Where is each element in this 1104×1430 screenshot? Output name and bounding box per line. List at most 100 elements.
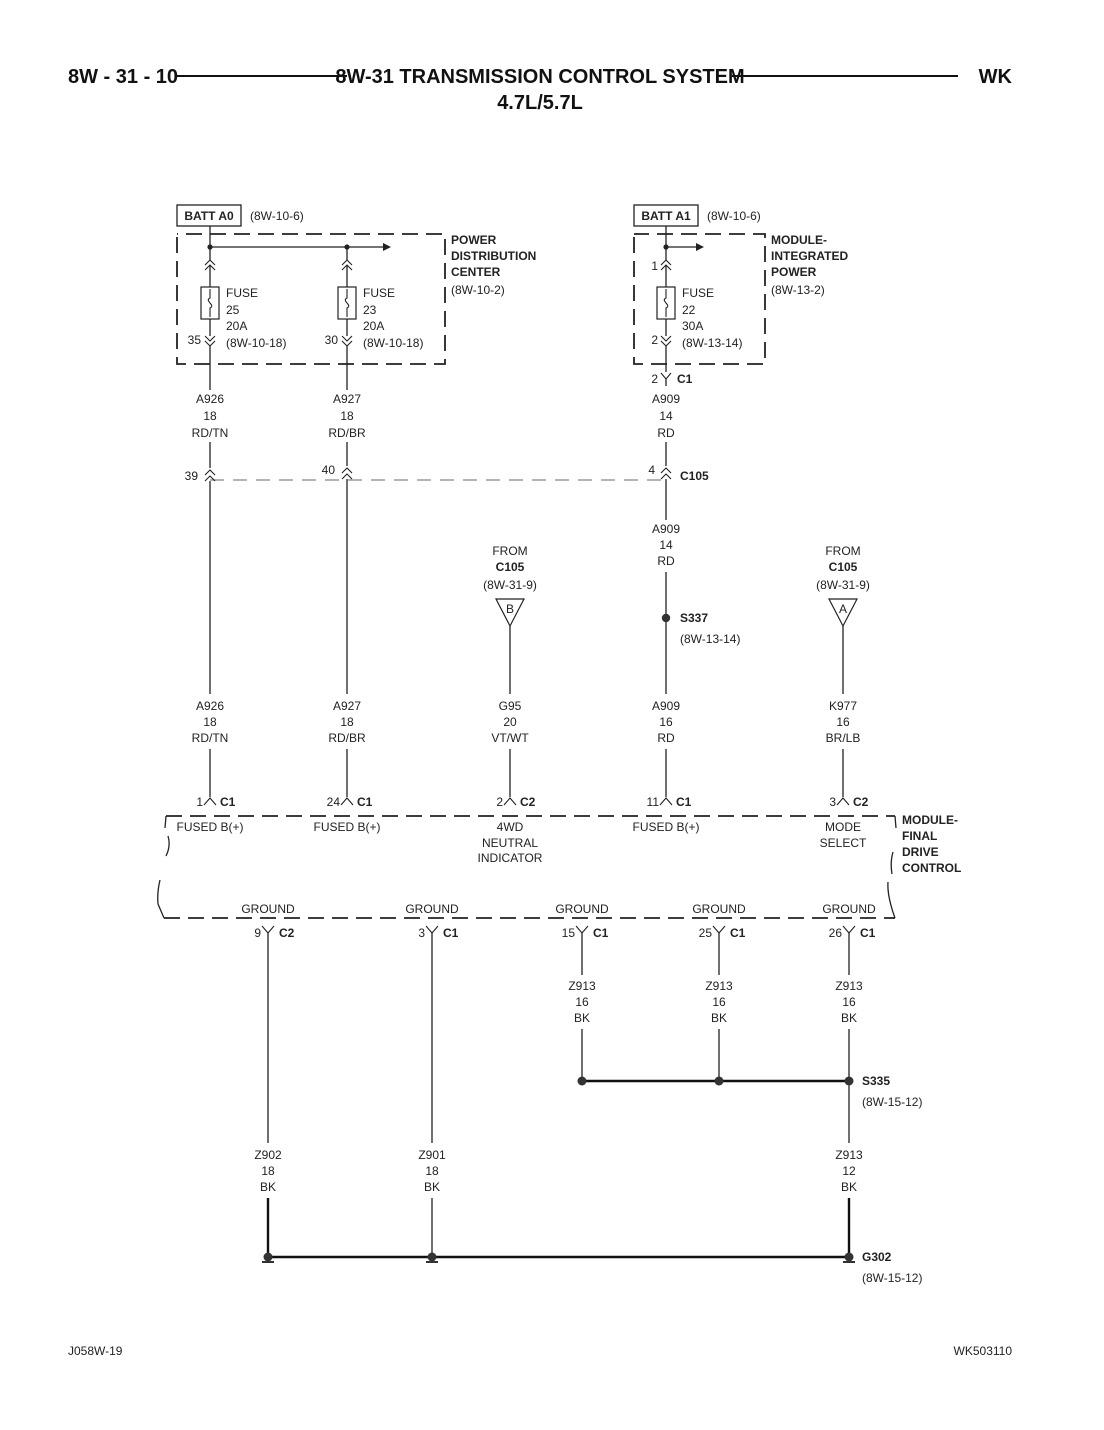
wire-z913-c-circuit: Z913	[835, 979, 863, 993]
s337-ref: (8W-13-14)	[680, 632, 740, 646]
page-number: 8W - 31 - 10	[68, 66, 178, 88]
wire-z901-gauge: 18	[425, 1164, 439, 1178]
mip-name-1: MODULE-	[771, 233, 827, 247]
wire-a909-mid-gauge: 14	[659, 538, 673, 552]
input-label-select: SELECT	[820, 836, 867, 850]
footer-right-code: WK503110	[954, 1344, 1013, 1358]
mip-name-2: INTEGRATED	[771, 249, 848, 263]
wire-a909-gauge: 14	[659, 409, 673, 423]
pdc-name-1: POWER	[451, 233, 497, 247]
fuse-23-number: 23	[363, 303, 377, 317]
input-conn-2: C2	[520, 795, 536, 809]
ground-conn-15: C1	[593, 926, 609, 940]
s335-name: S335	[862, 1074, 890, 1088]
c105-name: C105	[680, 469, 709, 483]
pdc-name-2: DISTRIBUTION	[451, 249, 536, 263]
ground-label-3: GROUND	[405, 902, 459, 916]
g302-ground-icon	[844, 1252, 854, 1262]
from-c105-a: FROM C105 (8W-31-9) A	[816, 544, 870, 694]
wire-z902-gauge: 18	[261, 1164, 275, 1178]
input-label-fused-11: FUSED B(+)	[632, 820, 699, 834]
from-a-letter: A	[839, 602, 847, 616]
wire-a927-lower-gauge: 18	[340, 715, 354, 729]
module-name-3: DRIVE	[902, 845, 939, 859]
batt-a1-ref: (8W-10-6)	[707, 209, 761, 223]
c105-pin-4: 4	[648, 463, 655, 477]
ground-pin-15: 15	[562, 926, 576, 940]
page-title: 8W-31 TRANSMISSION CONTROL SYSTEM	[335, 66, 744, 88]
batt-a0-ref: (8W-10-6)	[250, 209, 304, 223]
wire-a909-circuit: A909	[652, 392, 680, 406]
engine-subtitle: 4.7L/5.7L	[497, 92, 583, 114]
wire-a909-lower-circuit: A909	[652, 699, 680, 713]
module-name-4: CONTROL	[902, 861, 961, 875]
input-pin-3: 3	[829, 795, 836, 809]
wire-z913-b-color: BK	[711, 1011, 727, 1025]
wire-a909-mid-color: RD	[657, 554, 675, 568]
s335-splice-icon	[844, 1076, 854, 1086]
ground-conn-9: C2	[279, 926, 295, 940]
input-label-neutral: NEUTRAL	[482, 836, 538, 850]
mip-c1-pin: 2	[651, 372, 658, 386]
ground-conn-25: C1	[730, 926, 746, 940]
lower-wire-labels: A926 18 RD/TN A927 18 RD/BR G95 20 VT/WT…	[192, 699, 861, 745]
c105-connector: 39 40 4 C105	[185, 463, 709, 483]
wire-z913-a-color: BK	[574, 1011, 590, 1025]
wire-z913-c-gauge: 16	[842, 995, 856, 1009]
input-label-fused-24: FUSED B(+)	[313, 820, 380, 834]
batt-a0-label: BATT A0	[184, 209, 234, 223]
module-integrated-power: BATT A1 (8W-10-6) 1 2 FUSE 22 30A (8W-13…	[633, 204, 848, 386]
mip-arrow-icon	[696, 243, 704, 251]
wire-z913-b-circuit: Z913	[705, 979, 733, 993]
lower-ground-wire-labels: Z902 18 BK Z901 18 BK Z913 12 BK	[254, 1148, 863, 1194]
wire-z913-main-circuit: Z913	[835, 1148, 863, 1162]
ground-label-9: GROUND	[241, 902, 295, 916]
ground-pin-26: 26	[829, 926, 843, 940]
footer-left-code: J058W-19	[68, 1344, 123, 1358]
wire-a926-gauge: 18	[203, 409, 217, 423]
from-c105-b: FROM C105 (8W-31-9) B	[483, 544, 537, 694]
wire-k977-color: BR/LB	[826, 731, 861, 745]
input-pin-1: 1	[196, 795, 203, 809]
bus-arrow-icon	[383, 243, 391, 251]
power-distribution-center: BATT A0 (8W-10-6) POWER DISTRIBUTION CEN…	[176, 204, 536, 365]
fuse-22-amps: 30A	[682, 319, 703, 333]
fuse-22-number: 22	[682, 303, 696, 317]
wire-a927-lower-color: RD/BR	[328, 731, 366, 745]
wire-z913-main-color: BK	[841, 1180, 857, 1194]
ground-eyelet-icon	[427, 1252, 437, 1262]
module-name-1: MODULE-	[902, 813, 958, 827]
g302-ref: (8W-15-12)	[862, 1271, 922, 1285]
from-b-conn: C105	[496, 560, 525, 574]
wire-z901-color: BK	[424, 1180, 440, 1194]
wire-a909-color: RD	[657, 426, 675, 440]
input-pin-24: 24	[327, 795, 341, 809]
fuse-25-amps: 20A	[226, 319, 247, 333]
s337-splice-icon	[661, 613, 671, 623]
input-conn-11: C1	[676, 795, 692, 809]
splice-dot-icon	[714, 1076, 724, 1086]
wire-z913-main-gauge: 12	[842, 1164, 856, 1178]
ground-pin-3: 3	[418, 926, 425, 940]
fuse-25-pin: 35	[188, 333, 202, 347]
mip-outline	[633, 233, 766, 365]
c105-pin-39: 39	[185, 469, 199, 483]
fuse-25-ref: (8W-10-18)	[226, 336, 286, 350]
wire-g95-circuit: G95	[499, 699, 522, 713]
pdc-ref: (8W-10-2)	[451, 283, 505, 297]
from-a-conn: C105	[829, 560, 858, 574]
ground-label-15: GROUND	[555, 902, 609, 916]
mip-name-3: POWER	[771, 265, 817, 279]
wire-k977-circuit: K977	[829, 699, 857, 713]
input-conn-3: C2	[853, 795, 869, 809]
wire-a927-lower-circuit: A927	[333, 699, 361, 713]
from-a-label: FROM	[825, 544, 860, 558]
fuse-23-ref: (8W-10-18)	[363, 336, 423, 350]
wire-z913-b-gauge: 16	[712, 995, 726, 1009]
wire-a926-color: RD/TN	[192, 426, 229, 440]
ground-conn-3: C1	[443, 926, 459, 940]
input-label-mode: MODE	[825, 820, 861, 834]
mip-c1-name: C1	[677, 372, 693, 386]
fuse-23-pin: 30	[325, 333, 339, 347]
